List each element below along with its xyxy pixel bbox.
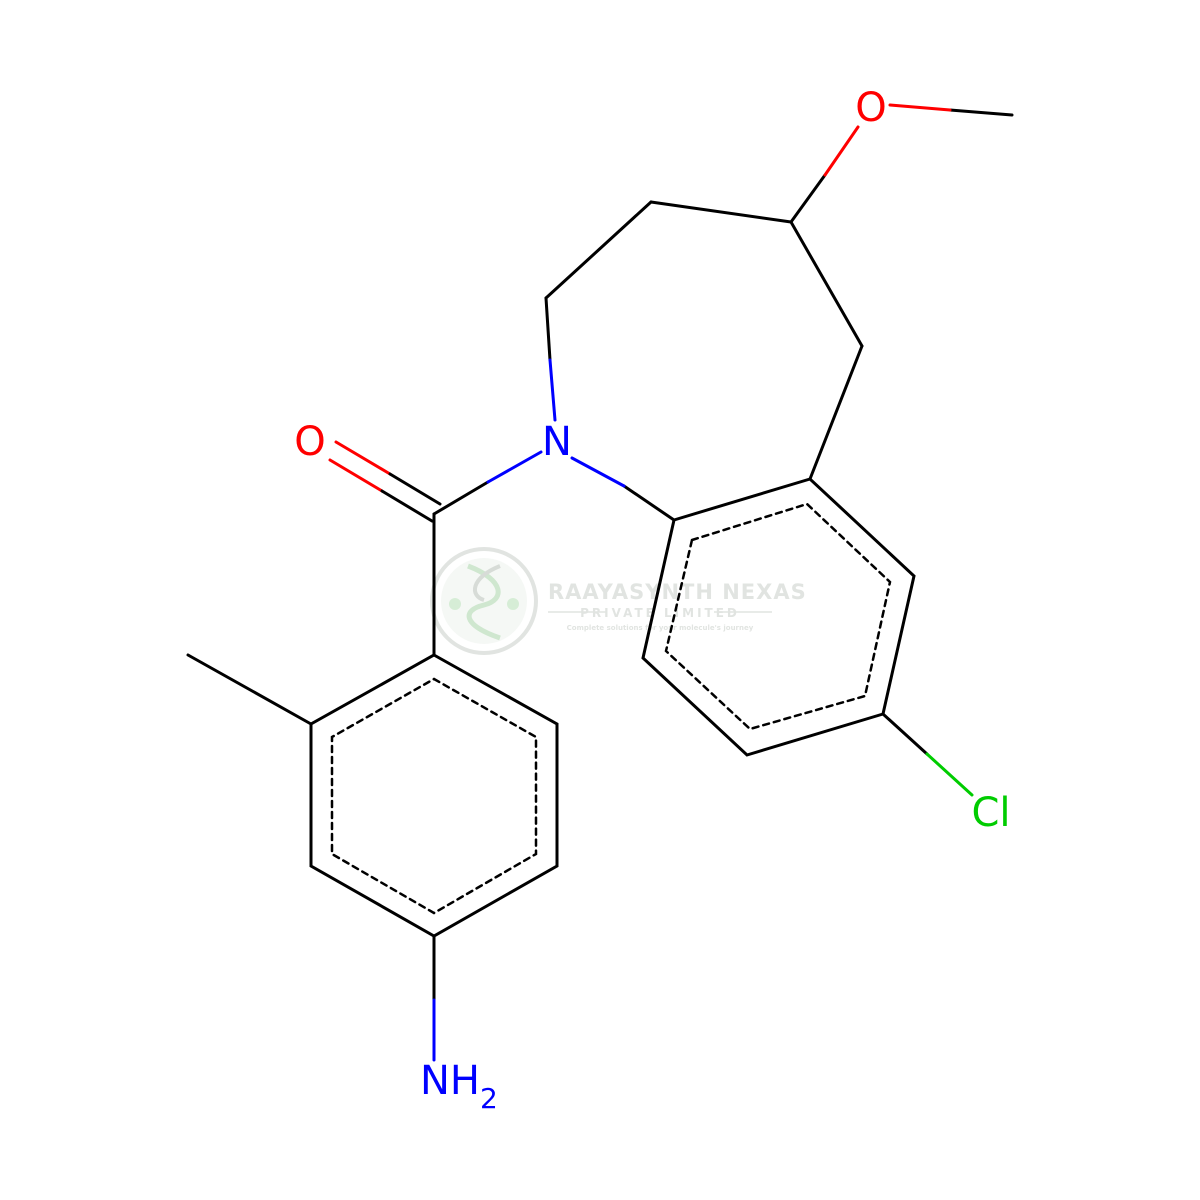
atom-methoxy-o: O — [855, 85, 886, 131]
bond-c3-c2 — [544, 200, 653, 300]
bond-cl-green — [925, 752, 974, 797]
bond-o-c4 — [789, 173, 827, 224]
atom-labels: O N O Cl NH2 — [294, 85, 1010, 1115]
bond-c4-c5 — [789, 220, 864, 348]
bond-aryl-cl — [881, 712, 929, 756]
carbon-bonds — [186, 108, 1014, 1002]
carbonyl-double-2-black — [380, 489, 434, 523]
bond-o-c4-red — [823, 125, 860, 177]
benzo-ring — [641, 477, 916, 757]
atom-chlorine: Cl — [971, 790, 1010, 836]
bond-c2-n — [544, 296, 552, 362]
carbonyl-double-1-black — [388, 472, 442, 506]
watermark: RAAYASYNTH NEXAS PRIVATE LIMITED Complet… — [430, 547, 806, 655]
bond-n-c2-blue — [548, 358, 557, 422]
carbonyl-double-1-red — [334, 440, 392, 476]
watermark-tagline: Complete solutions for your molecule's j… — [567, 624, 754, 632]
atom-ring-n: N — [542, 419, 572, 465]
toluyl-ring — [309, 653, 559, 938]
heteroatom-bonds — [328, 103, 974, 1062]
atom-amine-subscript: 2 — [480, 1082, 498, 1115]
atom-amine-nh: NH — [420, 1058, 480, 1104]
watermark-logo-icon — [430, 547, 538, 655]
bond-c4-c3 — [649, 200, 793, 224]
watermark-company-type: PRIVATE LIMITED — [580, 606, 740, 620]
bond-n-ara — [622, 484, 676, 522]
benzo-ring-aromatic — [664, 502, 892, 731]
atom-amine: NH2 — [420, 1058, 498, 1115]
bond-methyl-o — [948, 108, 1014, 117]
carbonyl-double-2-red — [328, 458, 384, 493]
bond-n-ara-blue — [570, 456, 626, 488]
bond-n-carbonyl-blue — [486, 450, 543, 484]
toluyl-ring-aromatic — [330, 677, 538, 915]
atom-carbonyl-o: O — [294, 419, 325, 465]
bond-aryl-methyl — [186, 653, 313, 726]
bond-o-methyl-red — [888, 103, 952, 112]
bond-n-carbonyl — [432, 480, 490, 516]
bond-c5-arc — [808, 344, 864, 481]
